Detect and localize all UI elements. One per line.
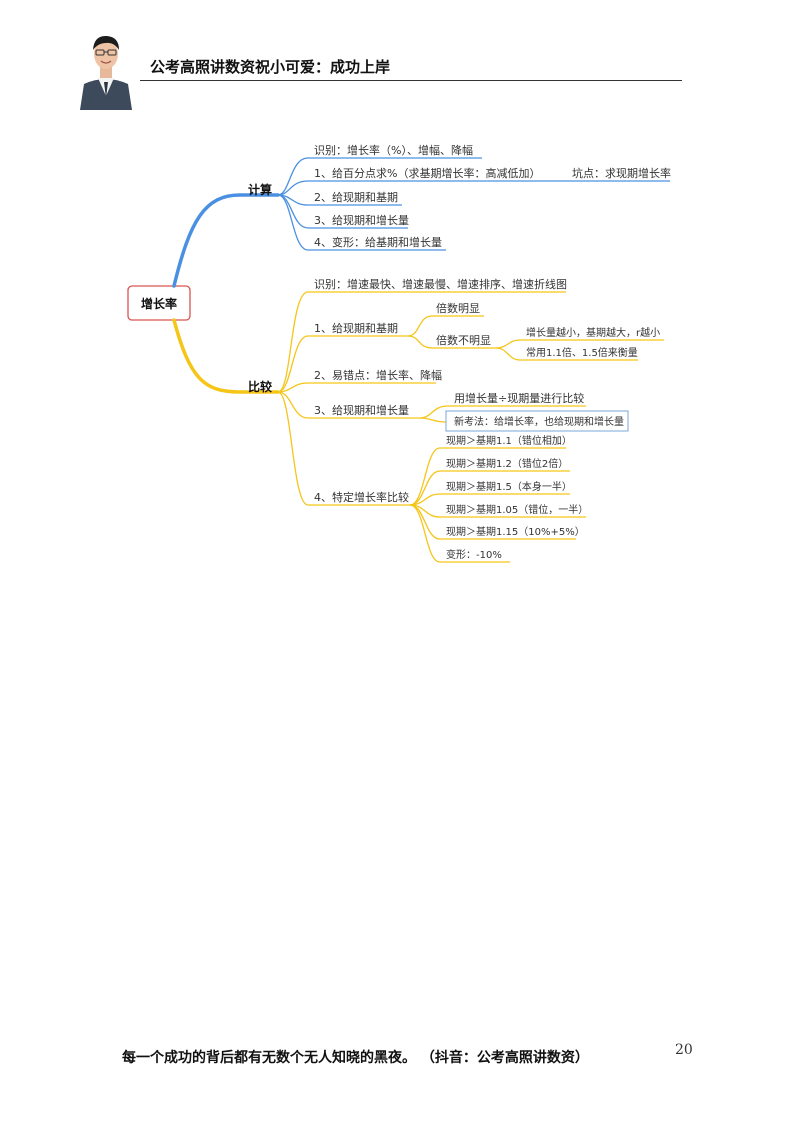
specific-rate-6: 变形：-10%: [446, 548, 502, 561]
rule-common-multiple: 常用1.1倍、1.5倍来衡量: [526, 346, 638, 359]
presenter-photo: [76, 26, 136, 110]
calc-label: 计算: [248, 182, 272, 197]
multiple-obvious: 倍数明显: [436, 301, 480, 315]
new-exam-box: [445, 410, 629, 432]
specific-rate-2: 现期＞基期1.2（错位2倍）: [446, 457, 568, 470]
compare-item-1: 1、给现期和基期: [314, 322, 398, 335]
specific-rate-4: 现期＞基期1.05（错位，一半）: [446, 503, 588, 516]
page-number: 20: [675, 1042, 693, 1058]
mind-map: 增长率 计算 比较 识别：增长率（%）、增幅、降幅 1、给百分点求%（求基期增长…: [127, 143, 671, 563]
calc-item-1: 识别：增长率（%）、增幅、降幅: [314, 143, 473, 157]
specific-rate-1: 现期＞基期1.1（错位相加）: [446, 434, 572, 447]
compare-item-3: 3、给现期和增长量: [314, 403, 409, 417]
avatar: [76, 26, 136, 110]
calc-branch-line: [172, 193, 280, 288]
compare-item-2: 2、易错点：增长率、降幅: [314, 368, 442, 382]
calc-item-3: 2、给现期和基期: [314, 191, 398, 204]
calc-connectors: [277, 157, 670, 251]
multiple-not-obvious: 倍数不明显: [436, 333, 491, 347]
compare-identify: 识别：增速最快、增速最慢、增速排序、增速折线图: [314, 277, 567, 291]
calc-side-note: 坑点：求现期增长率: [572, 166, 671, 180]
calc-item-5: 4、变形：给基期和增长量: [314, 235, 442, 249]
header-divider: [140, 80, 682, 81]
specific-rate-5: 现期＞基期1.15（10%+5%）: [446, 525, 585, 538]
compare-label: 比较: [248, 379, 272, 394]
footer-quote: 每一个成功的背后都有无数个无人知晓的黑夜。 （抖音：公考高照讲数资）: [122, 1050, 589, 1066]
compare-branch-line: [172, 318, 280, 394]
header-title: 公考高照讲数资祝小可爱：成功上岸: [150, 58, 391, 76]
rule-growth-base: 增长量越小，基期越大，r越小: [526, 326, 660, 339]
root-node-box: [127, 285, 191, 321]
compare-connectors: [277, 291, 664, 563]
root-node: 增长率: [141, 296, 177, 311]
new-exam-note: 新考法：给增长率，也给现期和增长量: [454, 415, 624, 428]
compare-item-4: 4、特定增长率比较: [314, 490, 409, 504]
specific-rate-3: 现期＞基期1.5（本身一半）: [446, 480, 572, 493]
method-divide: 用增长量÷现期量进行比较: [454, 391, 584, 405]
calc-item-2: 1、给百分点求%（求基期增长率：高减低加）: [314, 166, 540, 180]
calc-item-4: 3、给现期和增长量: [314, 213, 409, 227]
